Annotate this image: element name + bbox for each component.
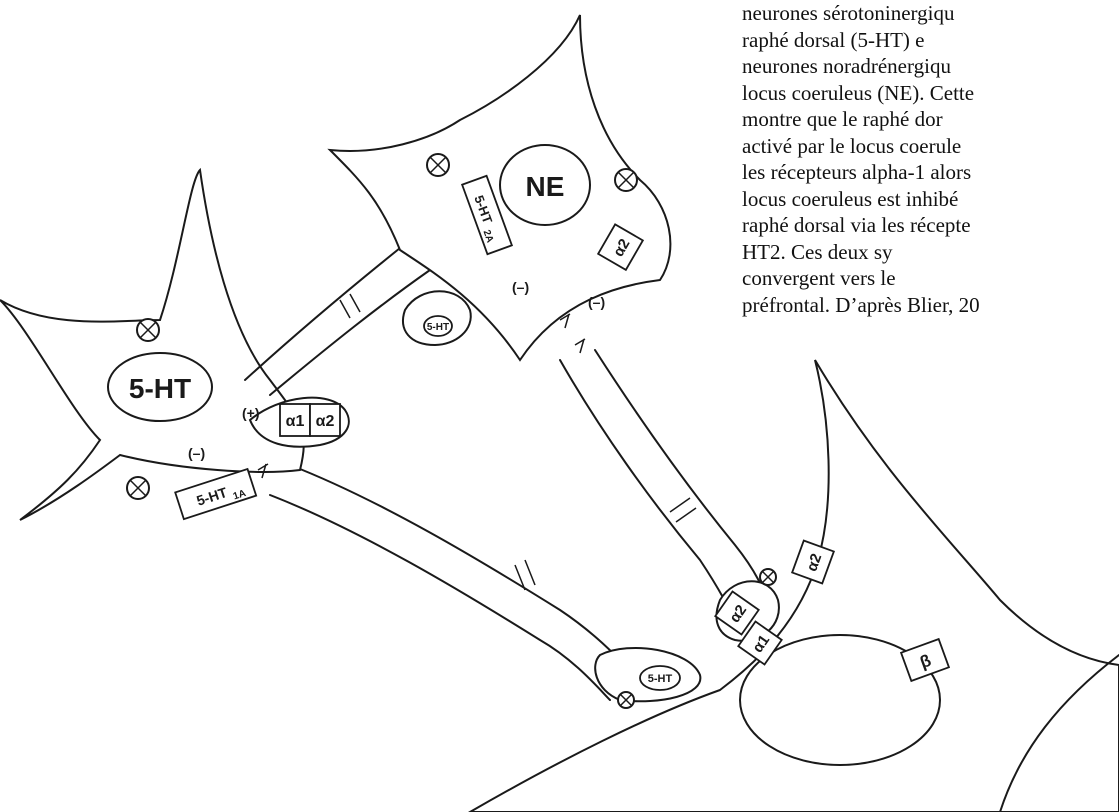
- caption-line: activé par le locus coerule: [742, 133, 962, 158]
- receptor-alpha2-target: α2: [790, 539, 836, 585]
- raphe-input-bottom: [126, 476, 150, 500]
- receptor-alpha2-lc-label: α2: [610, 236, 634, 260]
- caption-line: neurones sérotoninergiqu: [742, 1, 955, 25]
- raphe-lc-break-1: [339, 299, 351, 319]
- raphe-lc-break-2: [349, 293, 361, 313]
- target-cell: [468, 359, 1119, 812]
- caption-line: HT2. Ces deux sy: [742, 239, 893, 264]
- receptor-beta: β: [899, 637, 951, 683]
- lc-target-break-1: [669, 497, 691, 513]
- ne-nucleus: [499, 144, 591, 226]
- caption-line: préfrontal. D’après Blier, 20: [742, 292, 980, 317]
- receptor-alpha2-raphe: α2: [316, 413, 335, 430]
- axon-break-1: [514, 564, 526, 591]
- receptor-alpha2-lc: α2: [596, 223, 645, 272]
- synapse-marks-raphe: [257, 463, 269, 479]
- lc-target-break-2: [675, 507, 697, 523]
- axon-5ht-to-target-lower: [269, 494, 611, 701]
- caption-line: locus coeruleus est inhibé: [742, 186, 959, 211]
- figure-caption: neurones sérotoninergiqu raphé dorsal (5…: [742, 0, 1119, 318]
- synapse-marks-lc-2: [574, 338, 586, 354]
- sign-plus-raphe: (+): [242, 405, 260, 421]
- target-cell-nucleus: [739, 634, 941, 766]
- sign-minus-lc-alpha2: (–): [588, 294, 605, 310]
- receptor-5ht1a-sub: 1A: [232, 488, 248, 502]
- 5ht-neuron-body: [0, 167, 305, 521]
- 5ht-bouton-label: 5-HT: [427, 322, 449, 333]
- sign-minus-lc-5ht2a: (–): [512, 279, 529, 295]
- target-cell-right-edge: [999, 654, 1119, 812]
- caption-line: les récepteurs alpha-1 alors: [742, 160, 972, 184]
- axon-lc-to-target-left: [559, 359, 741, 631]
- receptor-alpha2-post: α2: [714, 590, 760, 636]
- receptor-5ht2a: 5-HT 2A: [460, 174, 514, 256]
- receptor-5ht2a-sub: 2A: [481, 228, 496, 244]
- raphe-input-top: [136, 318, 160, 342]
- 5ht-terminal-label: 5-HT: [648, 673, 673, 685]
- receptor-alpha1-raphe: α1: [286, 413, 305, 430]
- receptor-alpha1-post: α1: [737, 620, 783, 666]
- lc-input-left: [426, 153, 450, 177]
- sign-minus-raphe: (–): [188, 445, 205, 461]
- 5ht-terminal-vesicle: [639, 665, 681, 691]
- ne-nucleus-label: NE: [526, 171, 565, 202]
- axon-break-2: [524, 559, 536, 586]
- axon-lc-to-target-right: [594, 349, 771, 611]
- 5ht-nucleus: [107, 352, 213, 422]
- axon-raphe-to-lc-lower: [269, 269, 431, 396]
- axon-raphe-to-lc-upper: [244, 239, 411, 381]
- caption-line: raphé dorsal via les récepte: [742, 213, 971, 237]
- caption-line: montre que le raphé dor: [742, 107, 943, 131]
- caption-line: convergent vers le: [742, 266, 896, 290]
- 5ht-nucleus-label: 5-HT: [129, 373, 191, 404]
- lc-input-right: [614, 168, 638, 192]
- synapse-marks-lc-1: [559, 313, 571, 329]
- receptor-alpha2-target-label: α2: [803, 551, 825, 573]
- target-input-5ht: [617, 691, 635, 709]
- axon-5ht-to-target-upper: [289, 464, 621, 661]
- target-input-ne: [759, 568, 777, 586]
- receptor-5ht1a: 5-HT 1A: [174, 467, 258, 521]
- receptor-alpha1-raphe-box: [279, 403, 311, 437]
- caption-line: neurones noradrénergiqu: [742, 54, 951, 78]
- caption-line: locus coeruleus (NE). Cette: [742, 80, 975, 105]
- 5ht-bouton-vesicle: [423, 315, 453, 337]
- caption-line: raphé dorsal (5-HT) e: [742, 27, 925, 52]
- receptor-alpha2-raphe-box: [309, 403, 341, 437]
